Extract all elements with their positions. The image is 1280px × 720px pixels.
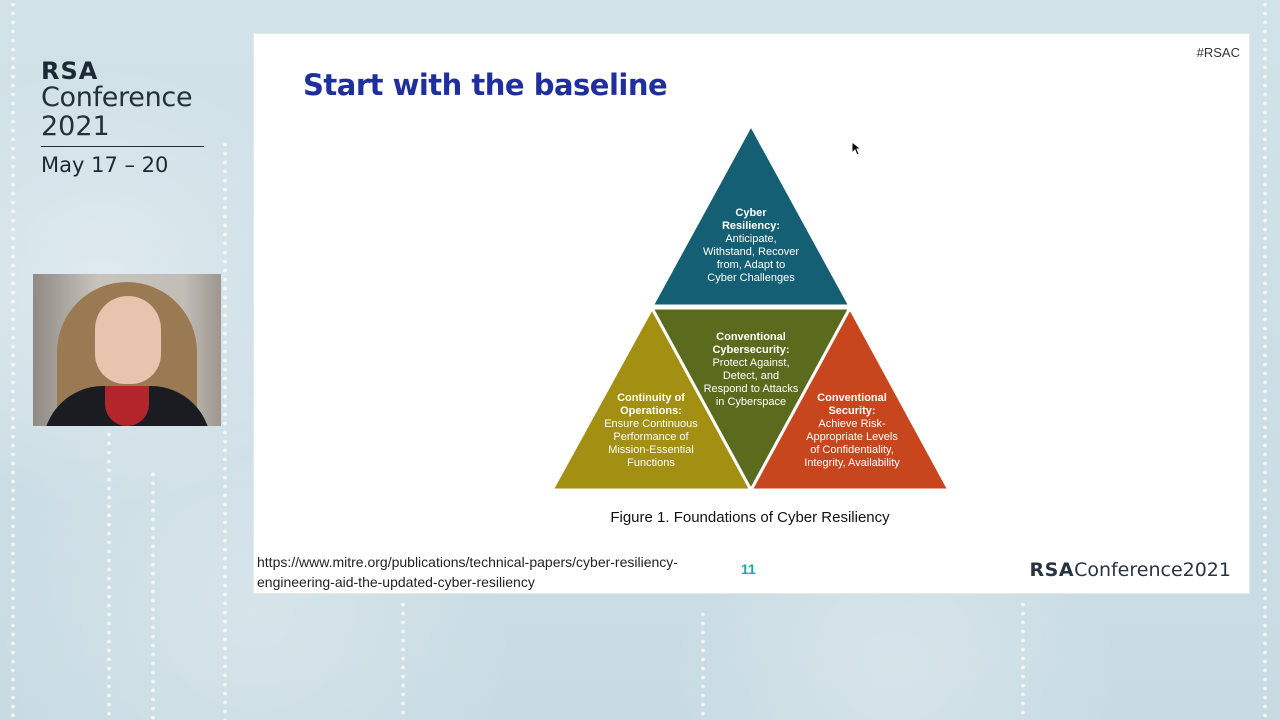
conference-dates: May 17 – 20: [41, 153, 169, 177]
top-heading-2: Resiliency:: [722, 220, 780, 232]
conference-branding: RSA Conference 2021 May 17 – 20: [41, 58, 204, 177]
top-heading-1: Cyber: [735, 207, 767, 219]
slide-title: Start with the baseline: [303, 68, 668, 102]
mouse-pointer-icon: [851, 141, 863, 156]
pyramid-top-triangle: [649, 123, 853, 308]
center-body-2: Detect, and: [723, 370, 779, 382]
left-heading-1: Continuity of: [617, 392, 685, 404]
center-body-4: in Cyberspace: [716, 396, 786, 408]
right-heading-2: Security:: [828, 405, 875, 417]
right-body-2: Appropriate Levels: [806, 431, 898, 443]
background-dots: [1020, 600, 1026, 720]
right-body-4: Integrity, Availability: [804, 457, 900, 469]
top-body-3: from, Adapt to: [717, 259, 785, 271]
source-link[interactable]: https://www.mitre.org/publications/techn…: [257, 554, 678, 590]
footer-logo-bold: RSA: [1029, 559, 1075, 581]
cyber-resiliency-pyramid: Cyber Resiliency: Anticipate, Withstand,…: [550, 123, 950, 494]
center-body-3: Respond to Attacks: [704, 383, 799, 395]
hashtag: #RSAC: [1196, 45, 1240, 60]
figure-caption: Figure 1. Foundations of Cyber Resilienc…: [610, 509, 890, 526]
left-body-3: Mission-Essential: [608, 444, 694, 456]
presentation-slide: #RSAC Start with the baseline Cyber Resi…: [253, 33, 1250, 594]
rsa-logo: RSA: [41, 57, 99, 85]
divider: [41, 146, 204, 147]
conference-label: Conference: [41, 82, 193, 113]
left-body-4: Functions: [627, 457, 675, 469]
left-body-2: Performance of: [613, 431, 689, 443]
page-number: 11: [741, 561, 756, 577]
center-heading-1: Conventional: [716, 331, 786, 343]
left-heading-2: Operations:: [620, 405, 682, 417]
background-dots: [106, 430, 112, 720]
top-body-2: Withstand, Recover: [703, 246, 799, 258]
pyramid-right-triangle: [748, 304, 950, 492]
right-body-3: of Confidentiality,: [810, 444, 894, 456]
center-heading-2: Cybersecurity:: [712, 344, 789, 356]
background-dots: [150, 470, 156, 720]
background-dots: [222, 140, 228, 720]
right-body-1: Achieve Risk-: [818, 418, 886, 430]
background-dots: [10, 0, 16, 720]
right-heading-1: Conventional: [817, 392, 887, 404]
background-dots: [400, 600, 406, 720]
footer-logo-text: Conference2021: [1074, 559, 1231, 581]
background-dots: [1262, 0, 1268, 720]
left-body-1: Ensure Continuous: [604, 418, 698, 430]
conference-year: 2021: [41, 111, 110, 142]
top-body-4: Cyber Challenges: [707, 272, 795, 284]
footer-rsa-logo: RSAConference2021: [1030, 559, 1231, 581]
speaker-video: [33, 274, 221, 426]
top-body-1: Anticipate,: [725, 233, 776, 245]
center-body-1: Protect Against,: [712, 357, 789, 369]
background-dots: [700, 610, 706, 720]
